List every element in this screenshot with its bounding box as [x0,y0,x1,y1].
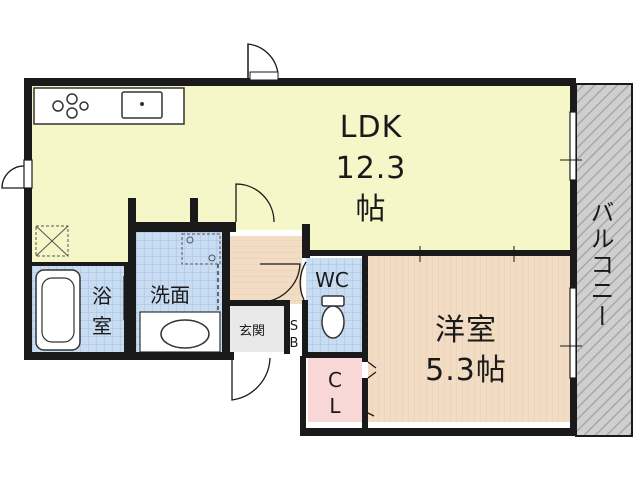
entrance-floor [228,306,284,352]
bathtub-icon [35,269,81,351]
western-floor [368,256,570,422]
washroom-label: 洗面 [150,283,190,307]
windows [23,111,577,379]
stove-icon [52,93,89,119]
toilet-icon [321,295,345,339]
ldk-area-label: 12.3 [335,151,407,186]
western-room-label: 洋室 [435,313,497,348]
balcony-floor [575,83,633,437]
closet-label-line2: L [329,394,341,418]
ldk-floor [32,86,570,262]
hall-floor [230,236,302,304]
washer-space-icon [181,233,221,265]
bath-label-line2: 室 [92,314,112,338]
entrance-label: 玄関 [238,324,266,339]
ldk-label: LDK [339,110,403,145]
closet-label-line1: C [328,368,342,392]
western-room-area: 5.3帖 [425,353,507,388]
shoebox-label-line1: S [289,319,299,334]
walls [24,78,576,436]
closet-floor [308,358,362,422]
doors [1,43,377,417]
shoebox-label-line2: B [289,336,299,351]
wash-basin-icon [139,311,221,353]
ldk-area-unit: 帖 [355,192,387,227]
balcony-label: バルコニー [586,200,614,330]
wc-label: WC [315,268,349,292]
bath-label-line1: 浴 [92,284,112,308]
fridge-space-icon [35,225,69,257]
